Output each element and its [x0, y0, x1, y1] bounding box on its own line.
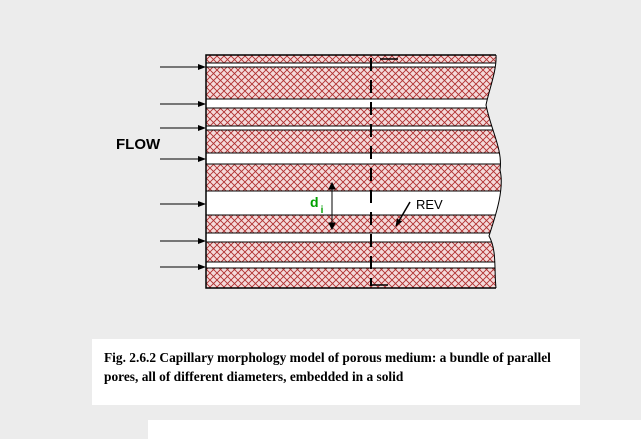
pore	[205, 232, 503, 243]
pores	[205, 62, 503, 269]
pore	[205, 125, 503, 131]
bottom-strip	[148, 420, 641, 439]
caption-box: Fig. 2.6.2 Capillary morphology model of…	[92, 339, 580, 405]
pore	[205, 98, 503, 109]
solid-matrix	[206, 55, 502, 288]
rev-label: REV	[416, 197, 443, 212]
pore	[205, 152, 503, 165]
flow-label: FLOW	[116, 136, 161, 153]
pore	[205, 261, 503, 269]
pore	[205, 190, 503, 216]
outlet-edge	[485, 54, 502, 289]
block-outline	[205, 54, 496, 289]
flow-arrows	[160, 64, 206, 270]
figure-caption: Fig. 2.6.2 Capillary morphology model of…	[104, 350, 551, 384]
pore	[205, 62, 503, 68]
diameter-label: di	[310, 194, 324, 216]
diameter-dimension	[328, 181, 336, 231]
rev-arrow	[395, 201, 411, 227]
